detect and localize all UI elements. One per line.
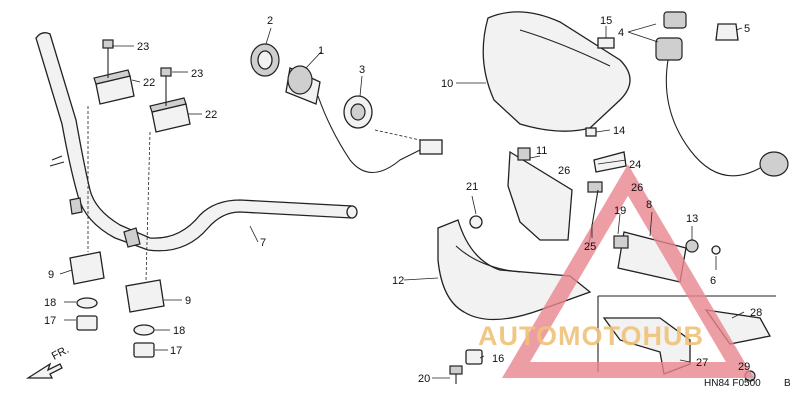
callout-3: 3 — [359, 64, 365, 76]
callout-27: 27 — [696, 357, 708, 369]
callout-28: 28 — [750, 307, 762, 319]
watermark-text: AUTOMOTOHUB — [478, 321, 704, 351]
callout-26b: 26 — [631, 182, 643, 194]
callout-17b: 17 — [170, 345, 182, 357]
meter-cover — [482, 11, 631, 132]
callout-29: 29 — [738, 361, 750, 373]
callout-16: 16 — [492, 353, 504, 365]
callout-19: 19 — [614, 205, 626, 217]
callout-5: 5 — [744, 23, 750, 35]
callout-12: 12 — [392, 275, 404, 287]
figure-code: HN84 F0500 — [704, 378, 761, 389]
callout-18b: 18 — [173, 325, 185, 337]
callout-8: 8 — [646, 199, 652, 211]
callout-labels: 23 22 23 22 9 9 18 18 17 17 7 2 1 3 10 1… — [44, 15, 762, 385]
callout-22a: 22 — [143, 77, 155, 89]
socket-connectors — [597, 11, 789, 177]
ignition-switch-assembly — [250, 43, 443, 173]
lower-holder-left — [69, 106, 105, 331]
callout-1: 1 — [318, 45, 324, 57]
callout-2: 2 — [267, 15, 273, 27]
callout-4: 4 — [618, 27, 624, 39]
callout-23a: 23 — [137, 41, 149, 53]
handlebar-drawing — [35, 32, 358, 252]
callout-13: 13 — [686, 213, 698, 225]
callout-23b: 23 — [191, 68, 203, 80]
upper-holder-right — [149, 67, 191, 133]
callout-21: 21 — [466, 181, 478, 193]
callout-9b: 9 — [185, 295, 191, 307]
callout-18a: 18 — [44, 297, 56, 309]
callout-24: 24 — [629, 159, 641, 171]
callout-17a: 17 — [44, 315, 56, 327]
callout-9a: 9 — [48, 269, 54, 281]
figure-suffix: B — [784, 378, 791, 389]
callout-20: 20 — [418, 373, 430, 385]
callout-14: 14 — [613, 125, 625, 137]
callout-15: 15 — [600, 15, 612, 27]
callout-7: 7 — [260, 237, 266, 249]
lower-holder-right — [125, 131, 165, 358]
callout-26a: 26 — [558, 165, 570, 177]
callout-11: 11 — [536, 145, 547, 157]
watermark-triangle — [501, 164, 755, 378]
callout-25: 25 — [584, 241, 596, 253]
forward-direction-arrow: FR. — [25, 344, 71, 379]
upper-holder-left — [93, 39, 135, 105]
leader-lines — [59, 23, 745, 379]
meter-bracket — [507, 127, 627, 251]
direction-label: FR. — [50, 344, 71, 363]
callout-10: 10 — [441, 78, 453, 90]
callout-22b: 22 — [205, 109, 217, 121]
callout-6: 6 — [710, 275, 716, 287]
